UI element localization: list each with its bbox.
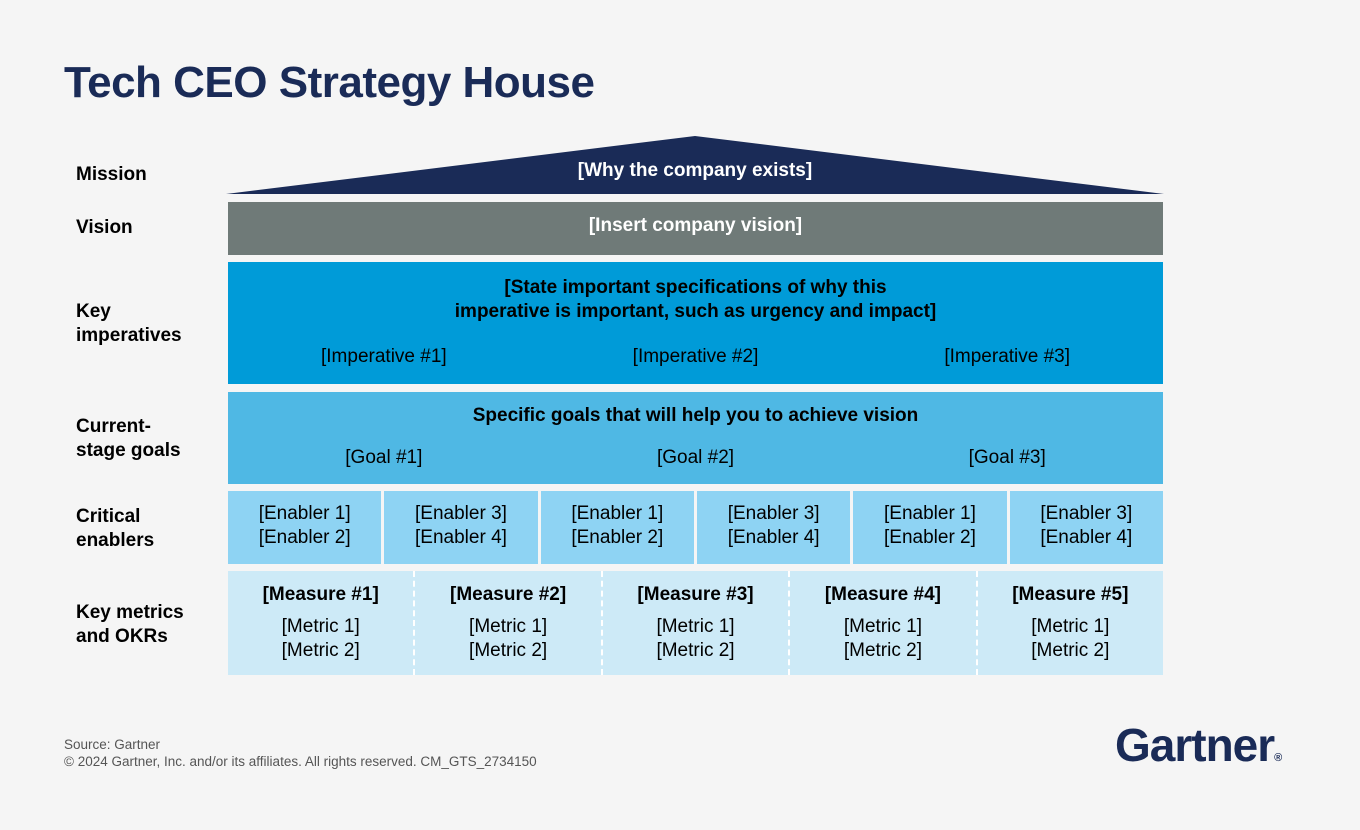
measure-heading: [Measure #4] — [824, 584, 941, 605]
metric-line: [Metric 1] — [1031, 616, 1110, 637]
measure-heading: [Measure #1] — [262, 584, 379, 605]
enabler-line: [Enabler 1] — [258, 503, 351, 524]
enabler-line: [Enabler 1] — [884, 503, 976, 524]
imperatives-heading-line: imperative is important, such as urgency… — [454, 301, 937, 322]
goal-item: [Goal #3] — [968, 447, 1046, 468]
metric-cell: [Measure #1] [Metric 1] [Metric 2] — [228, 571, 416, 675]
metric-cell: [Measure #5] [Metric 1] [Metric 2] — [977, 571, 1164, 675]
metric-line: [Metric 2] — [1031, 640, 1110, 661]
metric-cell: [Measure #3] [Metric 1] [Metric 2] — [602, 571, 791, 675]
goal-item: [Goal #1] — [345, 447, 423, 468]
metric-line: [Metric 2] — [656, 640, 735, 661]
enabler-line: [Enabler 3] — [727, 503, 820, 524]
vision-band: [Insert company vision] — [228, 202, 1163, 255]
metric-line: [Metric 2] — [843, 640, 922, 661]
label-line: imperatives — [76, 325, 182, 346]
label-line: stage goals — [76, 440, 181, 461]
page-title: Tech CEO Strategy House — [64, 58, 595, 107]
mission-roof — [226, 136, 1164, 194]
imperatives-list: [Imperative #1] [Imperative #2] [Imperat… — [228, 346, 1163, 368]
label-key-metrics: Key metrics and OKRs — [76, 601, 184, 649]
label-vision: Vision — [76, 217, 133, 238]
metric-line: [Metric 1] — [656, 616, 735, 637]
enabler-cell: [Enabler 3] [Enabler 4] — [1009, 491, 1163, 564]
metric-line: [Metric 2] — [281, 640, 360, 661]
metric-line: [Metric 1] — [469, 616, 548, 637]
enabler-cell: [Enabler 1] [Enabler 2] — [853, 491, 1007, 564]
enabler-line: [Enabler 4] — [415, 527, 507, 548]
label-line: and OKRs — [76, 626, 168, 647]
label-critical-enablers: Critical enablers — [76, 505, 154, 553]
copyright-note: © 2024 Gartner, Inc. and/or its affiliat… — [64, 754, 537, 769]
enablers-band: [Enabler 1] [Enabler 2] [Enabler 3] [Ena… — [228, 491, 1163, 564]
measure-heading: [Measure #5] — [1012, 584, 1129, 605]
imperatives-band: [State important specifications of why t… — [228, 262, 1163, 384]
imperative-item: [Imperative #2] — [632, 346, 759, 367]
label-line: Critical — [76, 506, 141, 527]
label-line: Current- — [76, 416, 151, 437]
metric-cell: [Measure #2] [Metric 1] [Metric 2] — [415, 571, 603, 675]
enabler-line: [Enabler 3] — [415, 503, 507, 524]
mission-text: [Why the company exists] — [577, 160, 813, 181]
label-key-imperatives: Key imperatives — [76, 300, 182, 348]
logo-text: Gartner — [1115, 719, 1275, 771]
enabler-line: [Enabler 2] — [884, 527, 976, 548]
goals-list: [Goal #1] [Goal #2] [Goal #3] — [228, 447, 1163, 469]
source-note: Source: Gartner — [64, 737, 161, 752]
imperative-item: [Imperative #3] — [944, 346, 1071, 367]
imperatives-heading-line: [State important specifications of why t… — [504, 277, 887, 298]
registered-mark: ® — [1274, 752, 1283, 764]
label-line: enablers — [76, 530, 155, 551]
metric-cell: [Measure #4] [Metric 1] [Metric 2] — [790, 571, 978, 675]
label-line: Key — [76, 301, 111, 322]
goals-heading: Specific goals that will help you to ach… — [472, 405, 919, 426]
enabler-line: [Enabler 2] — [571, 527, 664, 548]
metric-line: [Metric 1] — [281, 616, 360, 637]
goal-item: [Goal #2] — [656, 447, 735, 468]
gartner-logo: Gartner® — [1115, 718, 1282, 772]
enabler-line: [Enabler 1] — [571, 503, 664, 524]
measure-heading: [Measure #3] — [637, 584, 754, 605]
goals-band: Specific goals that will help you to ach… — [228, 392, 1163, 484]
label-current-stage-goals: Current- stage goals — [76, 415, 181, 463]
roof-shape — [226, 136, 1164, 194]
measure-heading: [Measure #2] — [450, 584, 567, 605]
enabler-line: [Enabler 2] — [258, 527, 351, 548]
metrics-band: [Measure #1] [Metric 1] [Metric 2] [Meas… — [228, 571, 1164, 675]
footer: Source: Gartner © 2024 Gartner, Inc. and… — [64, 736, 537, 770]
enabler-line: [Enabler 3] — [1040, 503, 1133, 524]
metric-line: [Metric 1] — [843, 616, 922, 637]
imperatives-heading: [State important specifications of why t… — [228, 276, 1163, 324]
enabler-cell: [Enabler 1] [Enabler 2] — [540, 491, 694, 564]
enabler-cell: [Enabler 1] [Enabler 2] — [228, 491, 382, 564]
label-mission: Mission — [76, 164, 147, 185]
metric-line: [Metric 2] — [469, 640, 548, 661]
enabler-line: [Enabler 4] — [727, 527, 820, 548]
label-line: Key metrics — [76, 602, 184, 623]
enabler-line: [Enabler 4] — [1040, 527, 1133, 548]
enabler-cell: [Enabler 3] [Enabler 4] — [696, 491, 851, 564]
imperative-item: [Imperative #1] — [321, 346, 447, 367]
enabler-cell: [Enabler 3] [Enabler 4] — [384, 491, 538, 564]
